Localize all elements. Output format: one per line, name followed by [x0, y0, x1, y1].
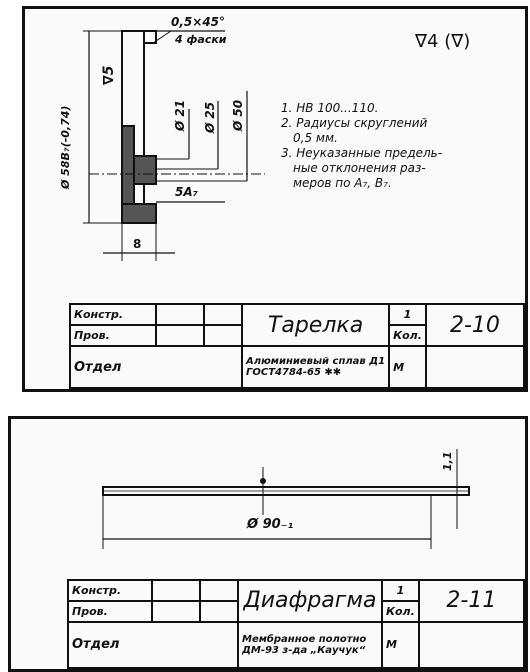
dimension-5a: 5A₇	[175, 185, 198, 199]
material-line: ДМ-93 з-да „Каучук“	[242, 644, 366, 656]
title-block-prov: Пров.	[69, 324, 157, 347]
diameter-50-dimension: Ø 50	[231, 99, 245, 131]
main-diameter-dimension: Ø 58B₇(-0,74)	[59, 105, 72, 189]
drawing-sheet-diafragma: Ø 90₋₁ 1,1 Констр. Диафрагма 1 2-11 Пров…	[8, 416, 528, 672]
title-block-cell	[199, 599, 239, 623]
part-name: Диафрагма	[237, 579, 383, 623]
title-block-cell	[199, 579, 239, 602]
diameter-25-dimension: Ø 25	[203, 101, 217, 133]
title-block-cell	[151, 599, 201, 623]
title-block-otdel: Отдел	[67, 620, 239, 670]
title-block: Констр. Тарелка 1 2-10 Пров. Кол. Отдел …	[69, 303, 526, 389]
material: Мембранное полотно ДМ-93 з-да „Каучук“	[237, 620, 383, 670]
quantity-value: 1	[381, 579, 420, 602]
chamfer-dimension: 0,5×45°	[171, 15, 226, 29]
drawing-sheet-tarelka: ∇4 (∇) 0,5×45° 4 фаски ∇5 Ø 58B₇(-0,74) …	[22, 6, 528, 392]
part-drawing-diafragma	[102, 449, 470, 549]
note-line: ные отклонения раз-	[293, 161, 426, 175]
quantity-value: 1	[388, 303, 427, 326]
technical-notes: 1. HB 100...110. 2. Радиусы скруглений 0…	[281, 101, 442, 191]
part-name: Тарелка	[240, 303, 391, 347]
title-block-konstr: Констр.	[67, 579, 153, 602]
quantity-label: Кол.	[381, 599, 420, 623]
roughness-symbol: ∇5	[101, 65, 117, 86]
title-block-cell	[155, 324, 205, 347]
scale-mark: М	[388, 345, 427, 389]
diameter-21-dimension: Ø 21	[173, 99, 187, 131]
title-block-cell	[151, 579, 201, 602]
note-line: 3. Неуказанные предель-	[281, 146, 443, 160]
part-drawing-tarelka	[83, 30, 265, 261]
material-line: Мембранное полотно	[242, 633, 367, 645]
chamfer-note: 4 фаски	[175, 33, 227, 46]
quantity-label: Кол.	[388, 324, 427, 347]
material: Алюминиевый сплав Д1 ГОСТ4784-65 ✱✱	[240, 345, 391, 389]
diameter-dimension: Ø 90₋₁	[247, 517, 294, 532]
note-line: меров по A₇, B₇.	[293, 176, 392, 190]
thickness-dimension: 1,1	[441, 451, 454, 472]
material-line: Алюминиевый сплав Д1	[246, 356, 386, 367]
note-line: 1. HB 100...110.	[281, 101, 379, 115]
note-line: 0,5 мм.	[293, 131, 338, 145]
title-block-otdel: Отдел	[69, 345, 243, 389]
scale-mark: М	[381, 620, 420, 670]
part-number: 2-11	[417, 579, 526, 623]
surface-symbol: ∇4 (∇)	[415, 31, 471, 52]
title-block-prov: Пров.	[67, 599, 153, 623]
title-block-cell	[417, 620, 526, 670]
title-block-cell	[424, 345, 526, 389]
title-block-konstr: Констр.	[69, 303, 157, 326]
material-line: ГОСТ4784-65 ✱✱	[246, 367, 342, 378]
dimension-8: 8	[133, 237, 142, 251]
part-number: 2-10	[424, 303, 526, 347]
title-block-cell	[203, 303, 243, 326]
title-block-cell	[155, 303, 205, 326]
title-block-cell	[203, 324, 243, 347]
title-block: Констр. Диафрагма 1 2-11 Пров. Кол. Отде…	[67, 579, 526, 670]
note-line: 2. Радиусы скруглений	[281, 116, 428, 130]
